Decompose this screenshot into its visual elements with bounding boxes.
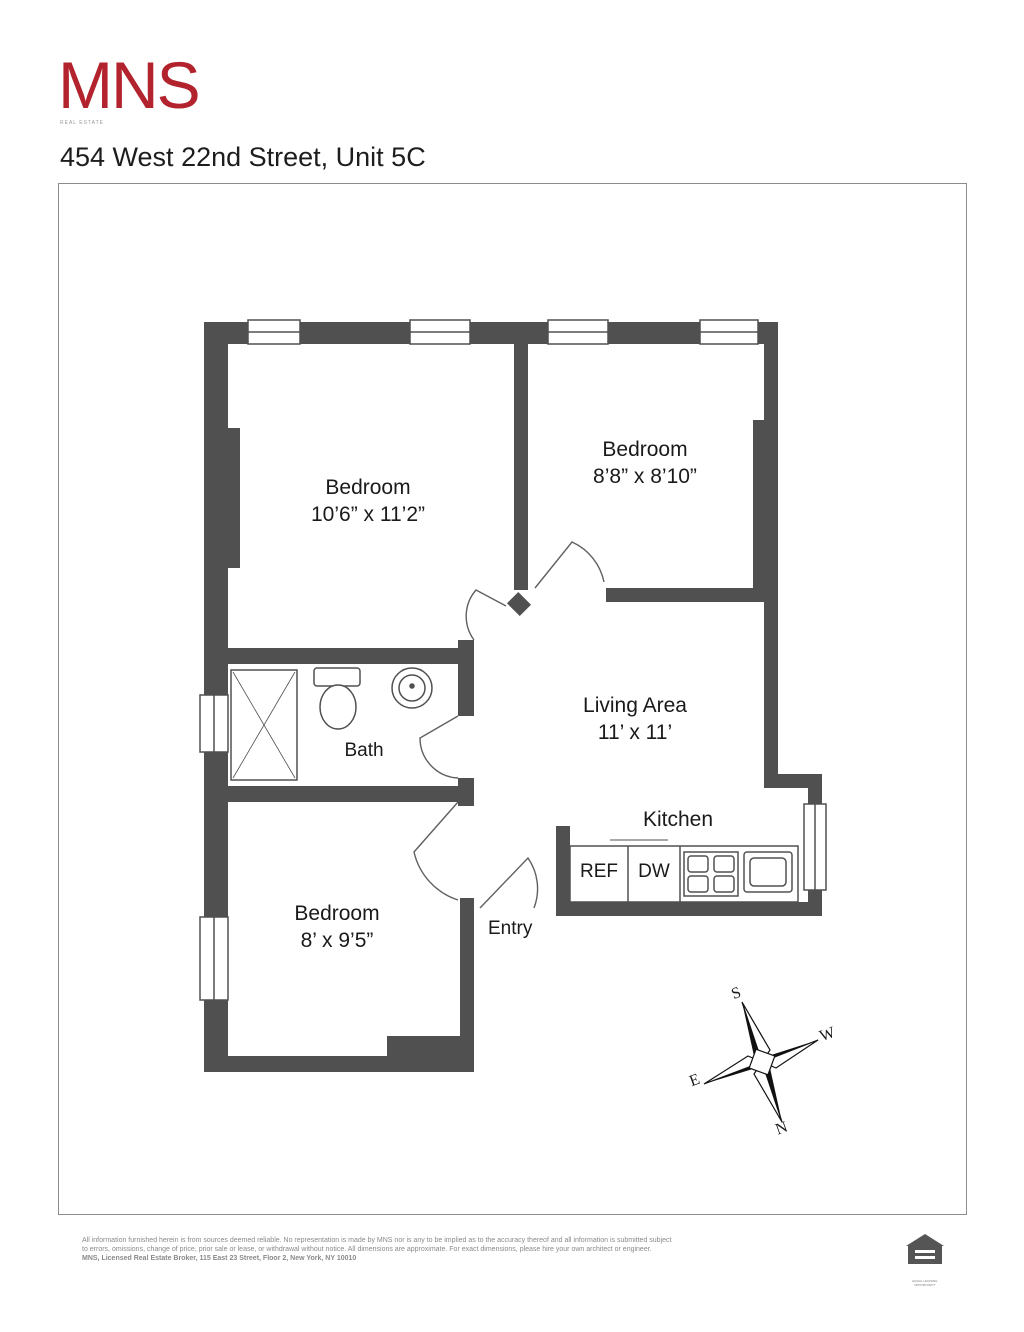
disclaimer-line-1: All information furnished herein is from… (82, 1237, 672, 1244)
mns-logo: MNS (58, 48, 201, 122)
room-kitchen: Kitchen (618, 808, 738, 832)
floorplan-frame (58, 183, 967, 1215)
room-name: Bedroom (325, 476, 411, 499)
room-dimensions: 10’6” x 11’2” (310, 503, 425, 526)
disclaimer-line-2: to errors, omissions, change of price, p… (82, 1246, 652, 1253)
listing-address: 454 West 22nd Street, Unit 5C (60, 142, 426, 172)
room-dimensions: 8’8” x 8’10” (593, 465, 697, 488)
bath-fixtures (230, 667, 433, 781)
equal-housing-icon: EQUAL HOUSING OPPORTUNITY (902, 1232, 948, 1287)
room-dimensions: 11’ x 11’ (597, 721, 673, 744)
entry-label: Entry (488, 918, 533, 939)
room-bedroom-1: Bedroom 10’6” x 11’2” (268, 474, 468, 528)
logo-tagline: REAL ESTATE (60, 120, 104, 126)
toilet-tank (313, 667, 361, 687)
doors (413, 541, 605, 909)
walls (204, 322, 822, 1072)
dishwasher-label: DW (638, 861, 670, 882)
refrigerator-label: REF (580, 861, 618, 882)
room-bath: Bath (314, 740, 414, 762)
room-living-area: Living Area 11’ x 11’ (535, 692, 735, 746)
compass-rose (703, 1001, 819, 1123)
toilet-bowl (319, 684, 357, 730)
room-dimensions: 8’ x 9’5” (300, 929, 374, 952)
room-name: Bath (344, 740, 384, 761)
kitchen-fixtures (569, 839, 799, 903)
room-name: Bedroom (294, 902, 380, 925)
room-bedroom-3: Bedroom 8’ x 9’5” (237, 900, 437, 954)
footer-disclaimer: All information furnished herein is from… (82, 1236, 882, 1263)
windows (199, 319, 827, 1001)
room-bedroom-2: Bedroom 8’8” x 8’10” (545, 436, 745, 490)
room-name: Bedroom (602, 438, 688, 461)
room-name: Living Area (583, 694, 687, 717)
room-name: Kitchen (642, 808, 714, 831)
equal-housing-text: EQUAL HOUSING OPPORTUNITY (912, 1279, 938, 1287)
disclaimer-line-3: MNS, Licensed Real Estate Broker, 115 Ea… (82, 1255, 357, 1262)
